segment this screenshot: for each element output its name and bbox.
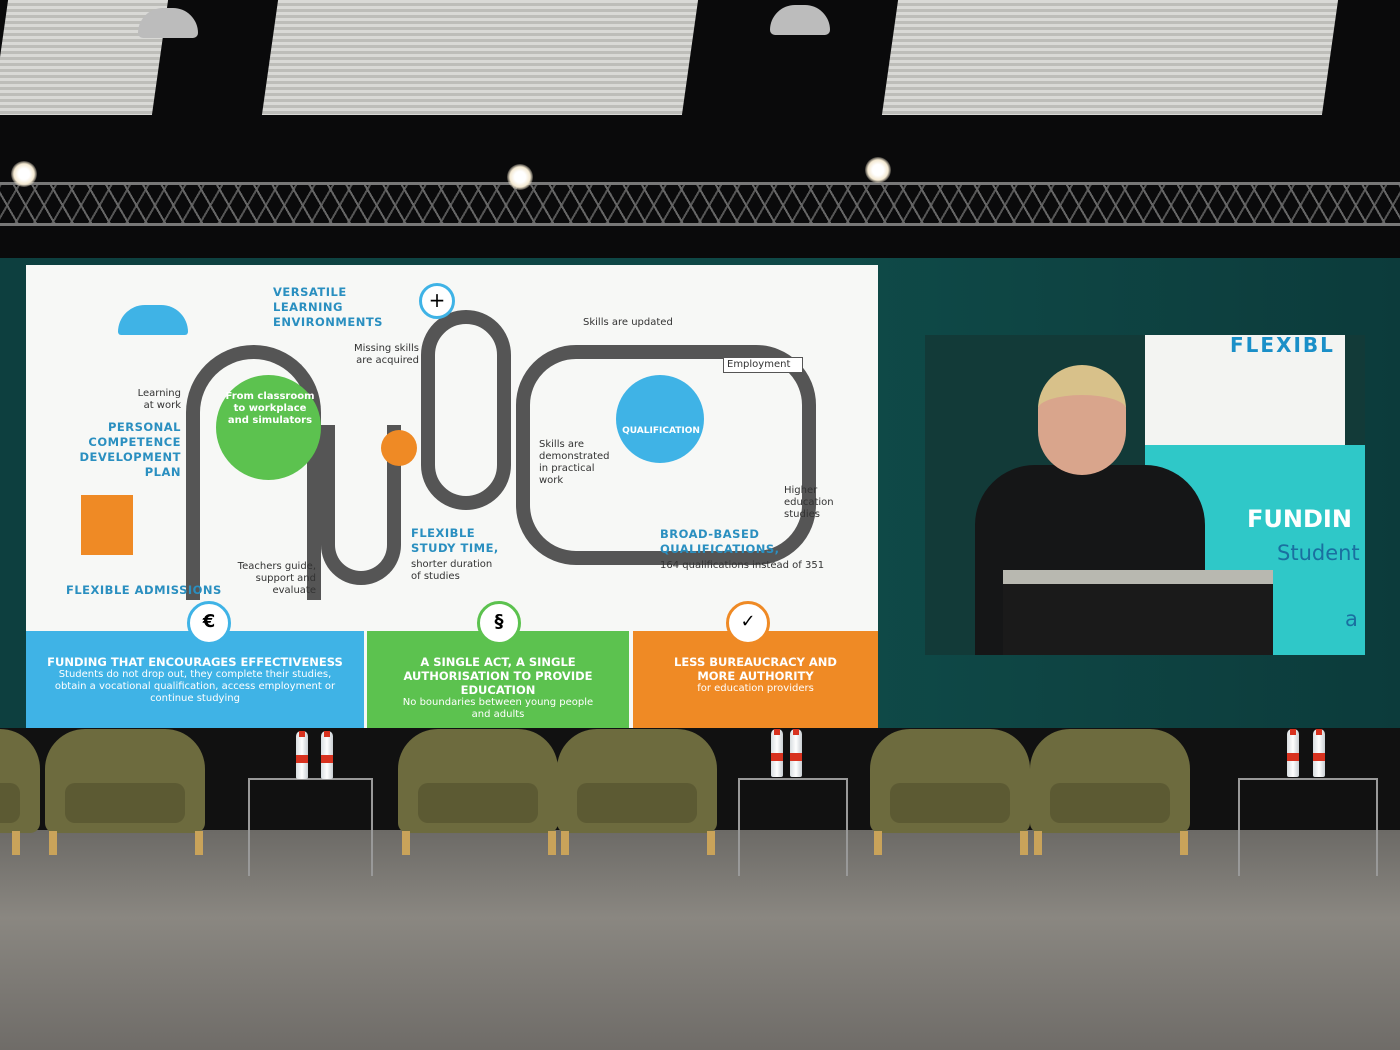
check-icon: ✓ — [726, 601, 770, 645]
video-slide-text: Student — [1277, 541, 1360, 565]
section-icon: § — [477, 601, 521, 645]
armchair — [870, 729, 1030, 855]
label-skills-demonstrated: Skills are demonstrated in practical wor… — [539, 439, 610, 486]
label-higher-ed: Higher education studies — [784, 485, 834, 520]
label-qualification: QUALIFICATION — [622, 426, 700, 436]
side-table — [248, 778, 373, 876]
spotlight — [865, 157, 891, 183]
road-illustration — [421, 310, 511, 510]
presentation-slide: + VERSATILE LEARNING ENVIRONMENTS Learni… — [26, 265, 878, 728]
speaker-head — [1038, 365, 1126, 475]
armchair — [0, 729, 40, 855]
armchair — [398, 729, 558, 855]
spiral-icon — [381, 430, 417, 466]
label-versatile: VERSATILE LEARNING ENVIRONMENTS — [273, 285, 383, 329]
blue-circle — [616, 375, 704, 463]
video-slide-text: a — [1345, 607, 1358, 631]
document-icon — [81, 495, 133, 555]
cloche-icon — [118, 305, 188, 335]
label-flexible-study: FLEXIBLE STUDY TIME, — [411, 526, 499, 555]
label-broad-based: BROAD-BASED QUALIFICATIONS, — [660, 527, 780, 556]
water-bottle — [1287, 729, 1299, 777]
water-bottle — [771, 729, 783, 777]
armchair — [557, 729, 717, 855]
plus-icon: + — [419, 283, 455, 319]
box-title: FUNDING THAT ENCOURAGES EFFECTIVENESS — [47, 655, 343, 669]
box-text: for education providers — [697, 683, 814, 694]
box-text: No boundaries between young people and a… — [402, 697, 594, 720]
podium — [1003, 570, 1273, 655]
funding-box: FUNDING THAT ENCOURAGES EFFECTIVENESS St… — [26, 631, 364, 728]
video-slide-white — [1145, 335, 1345, 445]
video-slide-text: FUNDIN — [1247, 505, 1352, 533]
bureaucracy-box: LESS BUREAUCRACY AND MORE AUTHORITY for … — [633, 631, 878, 728]
side-table — [738, 778, 848, 876]
lighting-truss — [0, 182, 1400, 226]
acoustic-panel — [881, 0, 1339, 115]
side-table — [1238, 778, 1378, 876]
spotlight — [11, 161, 37, 187]
video-slide-text: FLEXIBL — [1230, 335, 1335, 357]
label-learning-at-work: Learning at work — [137, 388, 181, 411]
label-pcdp: PERSONAL COMPETENCE DEVELOPMENT PLAN — [79, 420, 181, 479]
single-act-box: A SINGLE ACT, A SINGLE AUTHORISATION TO … — [367, 631, 629, 728]
label-teachers: Teachers guide, support and evaluate — [237, 561, 316, 596]
water-bottle — [1313, 729, 1325, 777]
green-circle — [216, 375, 321, 480]
armchair — [45, 729, 205, 855]
water-bottle — [321, 731, 333, 779]
ceiling-lamp — [138, 8, 198, 38]
box-title: LESS BUREAUCRACY AND MORE AUTHORITY — [674, 655, 837, 683]
water-bottle — [790, 729, 802, 777]
armchair — [1030, 729, 1190, 855]
label-skills-updated: Skills are updated — [583, 317, 673, 328]
label-qual-count: 164 qualifications instead of 351 — [660, 560, 825, 571]
label-flexible-admissions: FLEXIBLE ADMISSIONS — [66, 583, 222, 597]
label-missing-skills: Missing skills are acquired — [353, 343, 419, 366]
speaker-video-feed: FLEXIBL FUNDIN Student a — [925, 335, 1365, 655]
label-employment: Employment — [723, 357, 803, 373]
box-title: A SINGLE ACT, A SINGLE AUTHORISATION TO … — [403, 655, 593, 697]
euro-icon: € — [187, 601, 231, 645]
acoustic-panel — [261, 0, 699, 115]
water-bottle — [296, 731, 308, 779]
label-classroom: From classroom to workplace and simulato… — [225, 391, 315, 426]
label-shorter: shorter duration of studies — [411, 559, 493, 582]
stage-floor — [0, 830, 1400, 1050]
spotlight — [507, 164, 533, 190]
ceiling-lamp — [770, 5, 830, 35]
road-illustration — [516, 345, 816, 565]
box-text: Students do not drop out, they complete … — [54, 669, 336, 704]
